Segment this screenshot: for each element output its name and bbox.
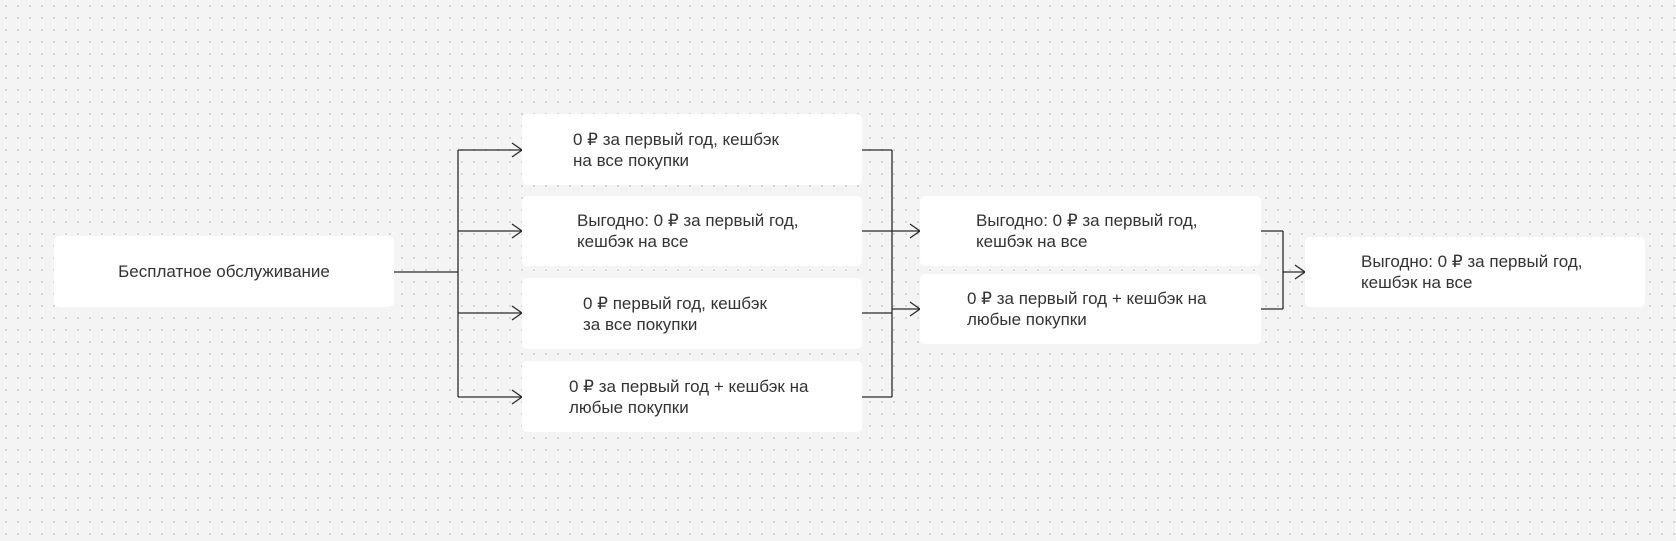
level2-node-1[interactable]: Выгодно: 0 ₽ за первый год, кешбэк на вс… xyxy=(920,196,1261,266)
level3-node-1-label: Выгодно: 0 ₽ за первый год, кешбэк на вс… xyxy=(1361,252,1583,292)
level1-node-2-label: Выгодно: 0 ₽ за первый год, кешбэк на вс… xyxy=(577,211,799,251)
level2-node-2[interactable]: 0 ₽ за первый год + кешбэк на любые поку… xyxy=(920,274,1261,344)
level1-node-2[interactable]: Выгодно: 0 ₽ за первый год, кешбэк на вс… xyxy=(522,196,862,266)
level1-node-1[interactable]: 0 ₽ за первый год, кешбэк на все покупки xyxy=(522,114,862,185)
level1-node-4[interactable]: 0 ₽ за первый год + кешбэк на любые поку… xyxy=(522,361,862,432)
level1-node-1-label: 0 ₽ за первый год, кешбэк на все покупки xyxy=(573,129,779,170)
level3-node-1[interactable]: Выгодно: 0 ₽ за первый год, кешбэк на вс… xyxy=(1305,237,1645,307)
level1-node-3[interactable]: 0 ₽ первый год, кешбэк за все покупки xyxy=(522,278,862,349)
level1-node-3-label: 0 ₽ первый год, кешбэк за все покупки xyxy=(583,293,767,334)
root-node-label: Бесплатное обслуживание xyxy=(118,262,330,281)
level1-node-4-label: 0 ₽ за первый год + кешбэк на любые поку… xyxy=(569,376,809,417)
level2-node-2-label: 0 ₽ за первый год + кешбэк на любые поку… xyxy=(967,289,1207,329)
level2-node-1-label: Выгодно: 0 ₽ за первый год, кешбэк на вс… xyxy=(976,211,1198,251)
root-node[interactable]: Бесплатное обслуживание xyxy=(54,236,394,307)
